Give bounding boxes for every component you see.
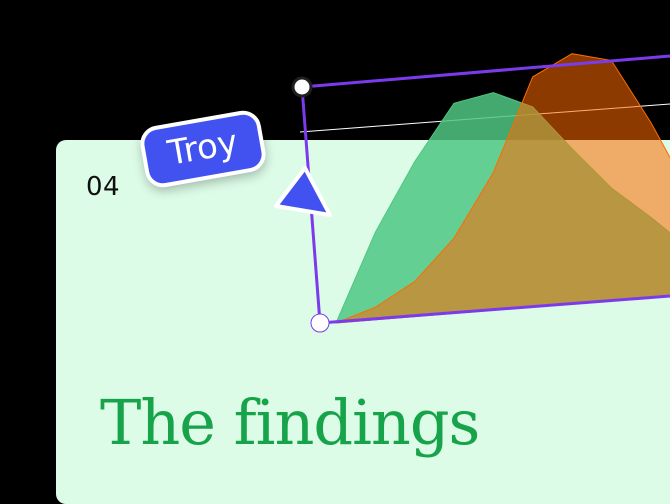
collaborator-cursor-icon [274, 166, 332, 217]
slide-title[interactable]: The findings [100, 386, 480, 459]
slide-number: 04 [86, 172, 121, 202]
resize-handle-top-left[interactable] [291, 76, 313, 98]
resize-handle-bottom-left[interactable] [310, 313, 330, 333]
